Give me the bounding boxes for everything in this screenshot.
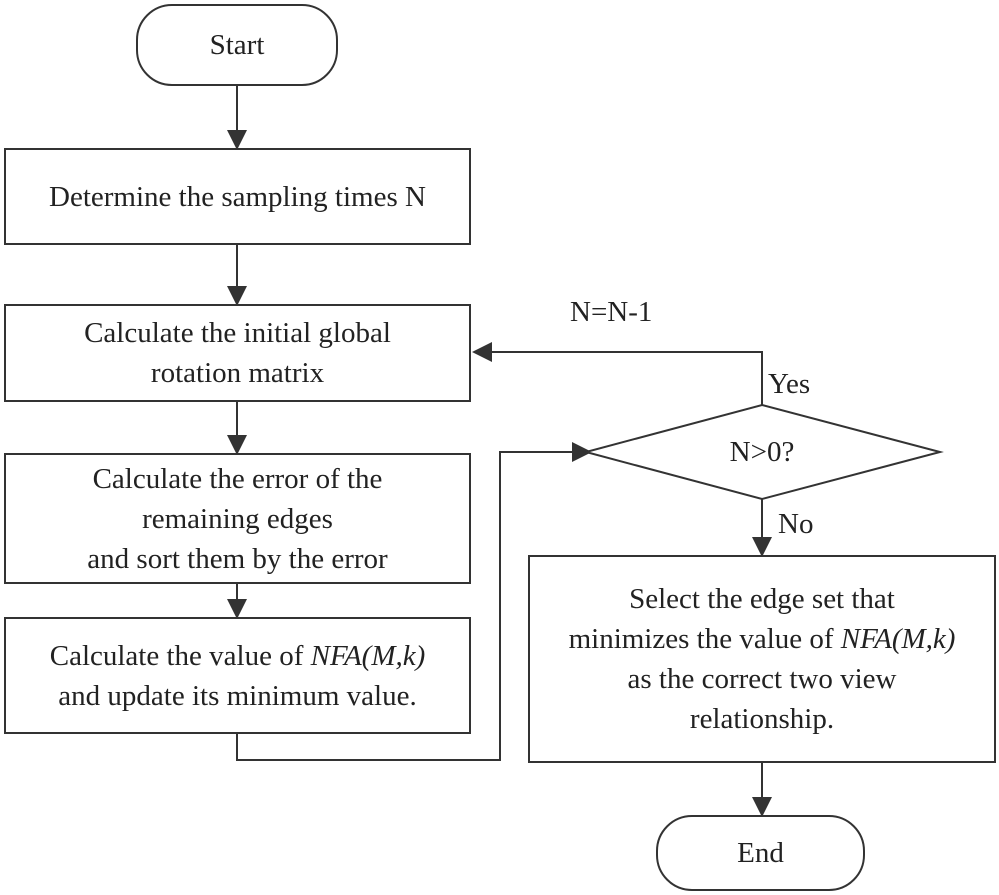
yes-label: Yes <box>768 368 811 400</box>
loop-update-label: N=N-1 <box>570 296 653 328</box>
step3-line-1: Calculate the error of the <box>92 462 383 495</box>
step3-line-3: and sort them by the error <box>87 542 388 575</box>
start-label: Start <box>209 29 265 61</box>
step4-line-1: Calculate the value of NFA(M,k) <box>50 636 426 676</box>
step4-line-2: and update its minimum value. <box>58 679 417 712</box>
step3-line-2: remaining edges <box>142 502 333 535</box>
step1-label: Determine the sampling times N <box>49 180 426 213</box>
step4-nfa-expression: NFA(M,k) <box>310 639 426 672</box>
arrow-step4-to-decision <box>236 442 592 761</box>
step-nfa-value: Calculate the value of NFA(M,k) and upda… <box>4 617 471 734</box>
step2-line-1: Calculate the initial global <box>84 317 391 349</box>
decision-label: N>0? <box>729 436 795 468</box>
result-line-1: Select the edge set that <box>629 583 895 615</box>
arrow-yes-to-step2 <box>472 342 763 405</box>
end-label: End <box>737 837 784 869</box>
result-line-2-text: minimizes the value of <box>568 623 841 655</box>
result-nfa-expression: NFA(M,k) <box>840 623 956 655</box>
no-label: No <box>778 508 814 540</box>
step2-line-2: rotation matrix <box>150 357 325 389</box>
result-line-2: minimizes the value of NFA(M,k) <box>569 619 956 659</box>
result-node: Select the edge set that minimizes the v… <box>528 555 996 763</box>
end-node: End <box>656 815 865 891</box>
step-initial-rotation: Calculate the initial global rotation ma… <box>4 304 471 402</box>
result-line-3: as the correct two view <box>627 663 897 695</box>
result-line-4: relationship. <box>689 703 835 735</box>
step-edge-error: Calculate the error of the remaining edg… <box>4 453 471 584</box>
step-determine-sampling: Determine the sampling times N <box>4 148 471 245</box>
start-node: Start <box>136 4 338 86</box>
step4-line-1-text: Calculate the value of <box>49 639 311 672</box>
